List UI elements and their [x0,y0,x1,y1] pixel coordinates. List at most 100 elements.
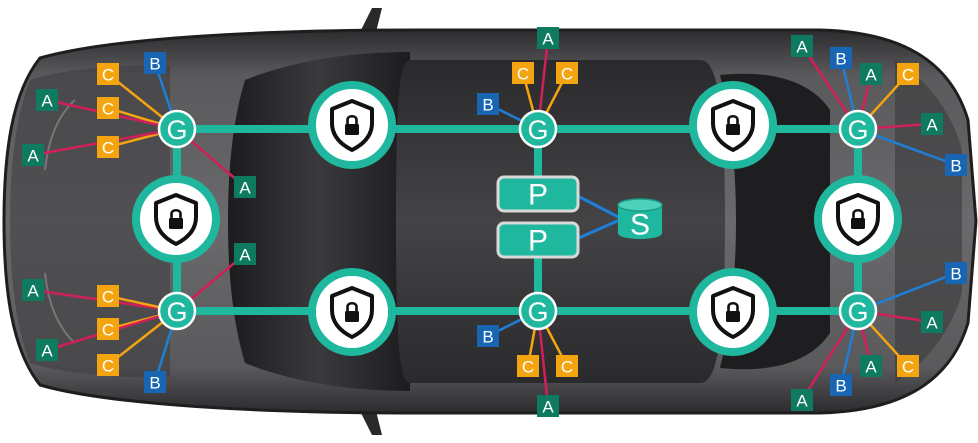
actuator-tag: A [537,27,559,49]
lock-body [851,218,865,229]
lock-body [345,124,359,135]
controller-tag-box [897,63,919,85]
gateway-node: G [838,291,878,331]
security-node [308,81,396,169]
processor-storage-link [573,192,623,221]
actuator-tag-box [234,243,256,265]
controller-tag-box [897,355,919,377]
actuator-tag-label: A [542,398,554,417]
storage-node: S [617,198,663,242]
lock-shackle [346,301,358,311]
controller-tag: C [97,318,119,340]
gateway-circle [518,109,558,149]
bus-tag-box [477,325,499,347]
controller-tag-box [97,136,119,158]
bus-tag-box [830,374,852,396]
actuator-tag-box [860,355,882,377]
lock-body [345,311,359,322]
actuator-tag-label: A [27,147,39,166]
controller-tag: C [556,62,578,84]
controller-tag: C [517,355,539,377]
gateway-label: G [847,115,868,145]
processor-box [496,175,580,213]
bus-tag-box [144,52,166,74]
actuator-tag: A [860,355,882,377]
actuator-tag-box [537,395,559,417]
storage-cylinder-top [617,198,663,212]
actuator-tag: A [537,395,559,417]
controller-tag-box [556,62,578,84]
gateway-label: G [166,297,187,327]
security-node [132,175,220,263]
actuator-tag-box [234,176,256,198]
lock-shield-icon [154,193,198,246]
lock-shield-icon [330,99,374,152]
bus-tag-box [830,47,852,69]
gateway-circle [157,291,197,331]
controller-tag: C [897,63,919,85]
processor-label: P [528,225,548,258]
controller-tag: C [97,97,119,119]
storage-label: S [630,209,650,242]
gateway-label: G [166,115,187,145]
gateway-circle [518,291,558,331]
actuator-tag-box [36,339,58,361]
processor-box [496,221,580,259]
lock-shackle [170,208,182,218]
storage-cylinder-icon [618,205,662,239]
actuator-tag: A [791,389,813,411]
bus-tag: B [144,371,166,393]
lock-shackle [727,114,739,124]
controller-tag: C [897,355,919,377]
lock-shackle [852,208,864,218]
controller-tag: C [97,136,119,158]
controller-tag: C [97,354,119,376]
actuator-tag-label: A [796,392,808,411]
security-node [689,268,777,356]
actuator-tag: A [36,89,58,111]
processor-storage-link [573,217,623,242]
actuator-tag-box [22,279,44,301]
bus-tag: B [477,93,499,115]
bus-tag-box [144,371,166,393]
actuator-tag-label: A [865,66,877,85]
actuator-tag: A [234,243,256,265]
controller-tag-label: C [522,358,534,377]
security-node [308,268,396,356]
controller-tag-box [97,354,119,376]
gateway-node: G [157,109,197,149]
lock-shield-icon [330,286,374,339]
gateway-label: G [527,115,548,145]
bus-tag: B [144,52,166,74]
actuator-tag-label: A [796,38,808,57]
gateway-circle [838,291,878,331]
gateway-node: G [518,291,558,331]
actuator-tag-label: A [41,92,53,111]
controller-tag-label: C [902,358,914,377]
gateway-node: G [157,291,197,331]
gateway-label: G [847,297,868,327]
bus-tag-label: B [950,157,961,176]
actuator-tag-box [791,35,813,57]
bus-tag: B [830,374,852,396]
processor-node: P [496,175,580,213]
actuator-tag-box [921,113,943,135]
security-node [814,175,902,263]
actuator-tag-label: A [865,358,877,377]
controller-tag-label: C [102,66,114,85]
actuator-tag: A [22,279,44,301]
actuator-tag-label: A [27,282,39,301]
controller-tag-label: C [561,358,573,377]
controller-tag: C [97,63,119,85]
actuator-tag-box [36,89,58,111]
controller-tag-label: C [102,357,114,376]
controller-tag-box [97,63,119,85]
bus-tag: B [477,325,499,347]
lock-shield-icon [711,99,755,152]
lock-body [169,218,183,229]
lock-shackle [727,301,739,311]
actuator-tag: A [36,339,58,361]
